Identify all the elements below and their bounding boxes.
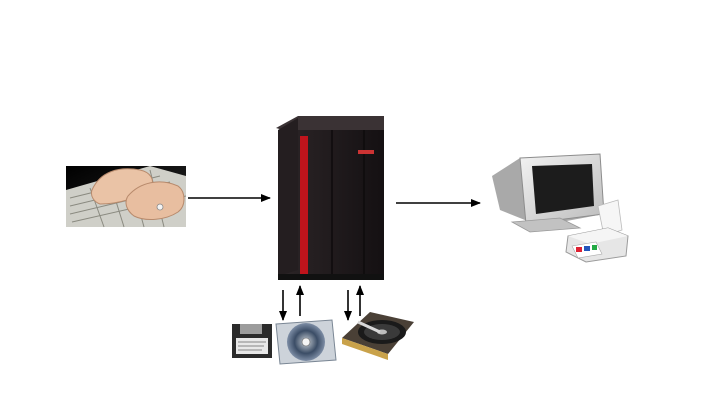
mainframe-red-stripe bbox=[300, 136, 308, 276]
mainframe-server-icon bbox=[276, 116, 384, 280]
keyboard-hands-icon bbox=[66, 166, 187, 228]
crt-monitor-icon bbox=[492, 153, 605, 233]
inkjet-printer-icon bbox=[565, 199, 629, 263]
mainframe-logo-badge bbox=[358, 150, 374, 154]
floppy-disk-icon bbox=[232, 324, 272, 358]
hard-disk-icon bbox=[342, 312, 414, 360]
flow-arrows bbox=[188, 194, 481, 321]
cd-disc-icon bbox=[275, 319, 337, 365]
